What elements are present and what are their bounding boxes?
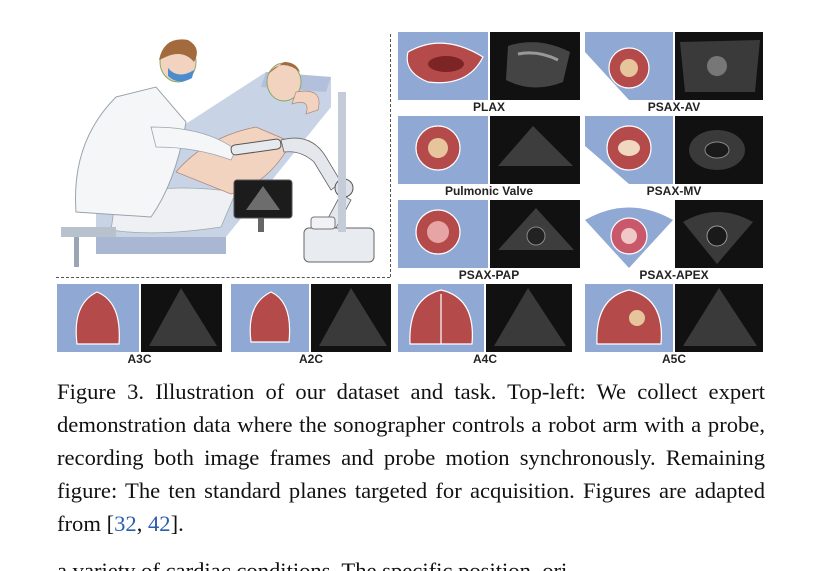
citation-link-42[interactable]: 42 <box>147 511 171 536</box>
panel-pulmonic-image <box>398 116 580 184</box>
panel-psax-apex-image <box>585 200 763 268</box>
horizontal-divider <box>56 277 390 278</box>
panel-a2c-image <box>231 284 391 352</box>
label-a3c: A3C <box>127 352 152 366</box>
figure-caption: Figure 3. Illustration of our dataset an… <box>57 375 765 540</box>
label-plax: PLAX <box>472 100 505 114</box>
label-pulmonic-valve: Pulmonic Valve <box>444 184 534 198</box>
label-psax-pap: PSAX-PAP <box>458 268 520 282</box>
robot-ultrasound-illustration <box>61 39 375 267</box>
label-a4c: A4C <box>472 352 497 366</box>
panel-psax-pap-image <box>398 200 580 268</box>
panel-a3c-image <box>57 284 222 352</box>
citation-link-32[interactable]: 32 <box>114 511 137 536</box>
label-psax-apex: PSAX-APEX <box>639 268 709 282</box>
panel-a5c-image <box>585 284 763 352</box>
body-text-cutoff: a variety of cardiac conditions. The spe… <box>57 554 765 571</box>
panel-plax-image <box>398 32 580 100</box>
caption-text: Figure 3. Illustration of our dataset an… <box>57 379 765 536</box>
label-a5c: A5C <box>661 352 686 366</box>
vertical-divider <box>390 34 391 277</box>
figure-3: PLAX PSAX-AV Pulmonic Valve PSAX-MV PSAX… <box>56 32 763 366</box>
caption-end: ]. <box>170 511 184 536</box>
panel-a4c-image <box>398 284 572 352</box>
caption-separator: , <box>136 511 148 536</box>
label-psax-mv: PSAX-MV <box>646 184 702 198</box>
panel-psax-mv-image <box>585 116 763 184</box>
panel-psax-av-image <box>585 32 763 100</box>
label-a2c: A2C <box>298 352 323 366</box>
body-text-line: a variety of cardiac conditions. The spe… <box>57 558 575 571</box>
label-psax-av: PSAX-AV <box>647 100 701 114</box>
